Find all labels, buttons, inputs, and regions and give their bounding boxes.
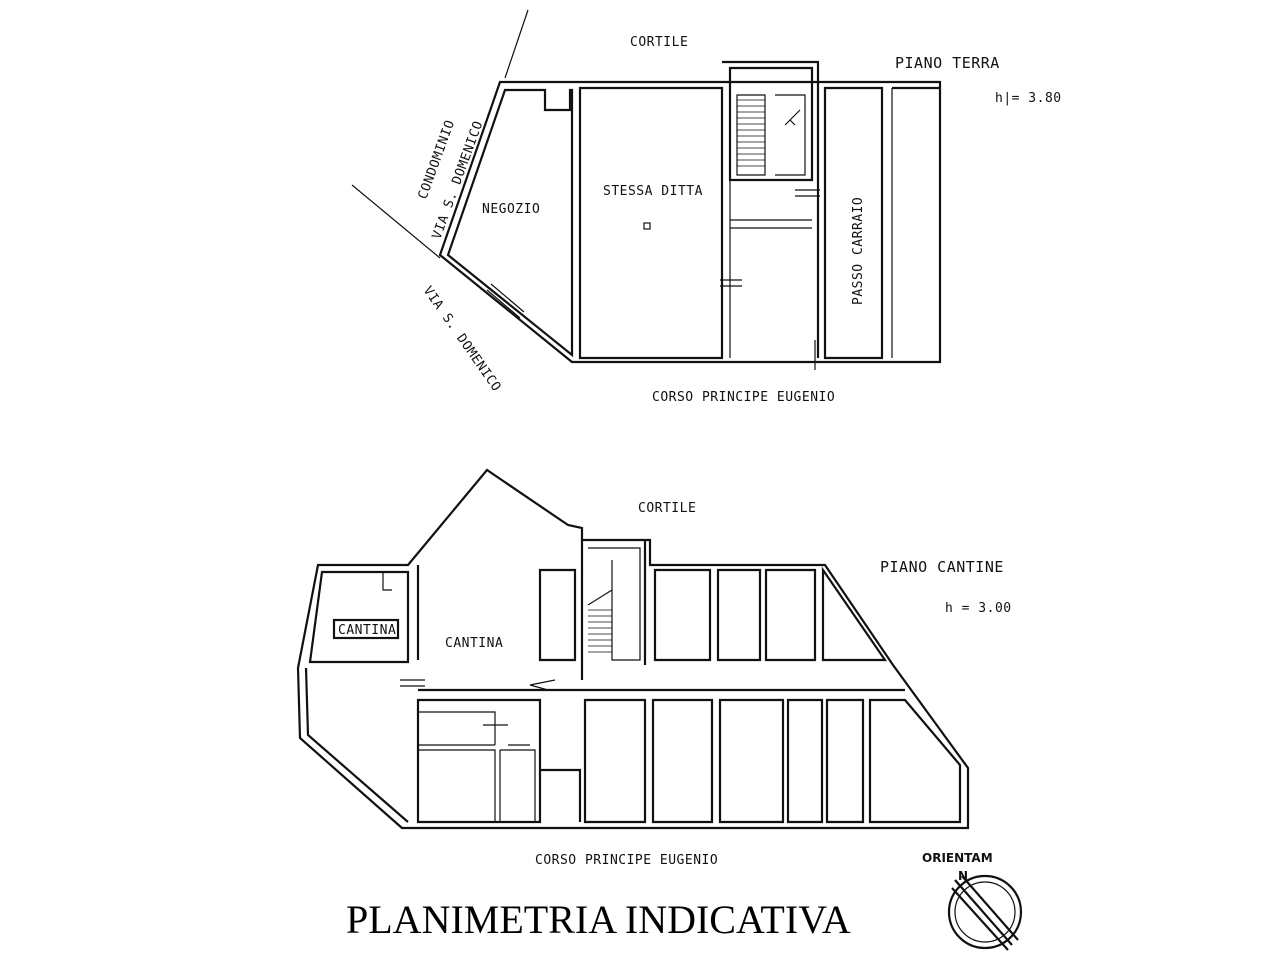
room-label-driveway: PASSO CARRAIO (851, 197, 866, 305)
shop-wall (446, 88, 574, 358)
ground-side-street-label: VIA S. DOMENICO (420, 284, 504, 395)
cellar-box (825, 698, 865, 824)
cellar-box (716, 568, 762, 662)
ground-floor-label: PIANO TERRA (895, 54, 1000, 72)
same-firm-room-wall (578, 86, 724, 360)
cellar-box (764, 568, 817, 662)
sheet-title: PLANIMETRIA INDICATIVA (346, 897, 851, 942)
ground-street-label: CORSO PRINCIPE EUGENIO (652, 390, 835, 405)
column-marker (643, 222, 651, 230)
window-mark (486, 283, 525, 319)
cellar-box (416, 698, 542, 824)
stair-flight (736, 94, 766, 176)
neighbour-boundary-line (351, 184, 441, 259)
cellar-partition (418, 711, 536, 822)
cellar-box (653, 568, 712, 662)
compass-needle-icon (951, 875, 1019, 951)
compass-ring-icon (947, 874, 1023, 950)
cellar-box (651, 698, 714, 824)
orientation-label: ORIENTAM (922, 851, 993, 865)
boxed-label-frame (332, 618, 400, 640)
cellar-floor-height: h = 3.00 (945, 601, 1012, 616)
orientation-compass: ORIENTAM N (922, 851, 1023, 951)
room-label-same-firm: STESSA DITTA (603, 184, 703, 199)
stair-steps (737, 99, 765, 167)
cellar-box (538, 568, 577, 662)
cellar-floor-label: PIANO CANTINE (880, 558, 1004, 576)
corridor-wall (730, 219, 812, 229)
driveway-wall (823, 86, 884, 360)
cellar-box (718, 698, 785, 824)
door-marks (400, 679, 425, 687)
cellar-floor-plan: CORTILE PIANO CANTINE h = 3.00 CANTINA C… (296, 468, 1012, 868)
cellar-box (583, 698, 647, 824)
door-marks (720, 189, 820, 287)
cellar-partition (540, 768, 582, 822)
cellar-room-boxed (308, 570, 410, 664)
wall-detail (382, 572, 392, 591)
stair-flight (775, 94, 806, 176)
neighbour-boundary-line (504, 9, 529, 79)
cellar-street-label: CORSO PRINCIPE EUGENIO (535, 853, 718, 868)
cellar-stair-flight (587, 547, 641, 661)
cellar-box (868, 698, 962, 824)
cellar-outer-wall (296, 468, 970, 830)
ground-courtyard-label: CORTILE (630, 35, 688, 50)
ground-floor-height: h|= 3.80 (995, 91, 1062, 106)
cellar-box (821, 566, 888, 662)
room-label-cellar-boxed: CANTINA (338, 623, 396, 638)
cellar-inner-wall (304, 667, 409, 823)
cellar-box (786, 698, 824, 824)
stair-arrow (784, 109, 801, 126)
room-label-shop: NEGOZIO (482, 202, 540, 217)
compass-ring-icon (954, 881, 1016, 943)
cellar-stair-steps (588, 609, 612, 653)
stair-core-wall (722, 60, 820, 358)
room-label-cellar-main: CANTINA (445, 636, 503, 651)
ground-floor-plan: CORTILE PIANO TERRA h|= 3.80 NEGOZIO STE… (351, 9, 1062, 405)
cellar-courtyard-label: CORTILE (638, 501, 696, 516)
corridor-arrow (529, 679, 556, 691)
cellar-stair-core (580, 540, 647, 680)
ground-outer-wall (438, 80, 942, 364)
